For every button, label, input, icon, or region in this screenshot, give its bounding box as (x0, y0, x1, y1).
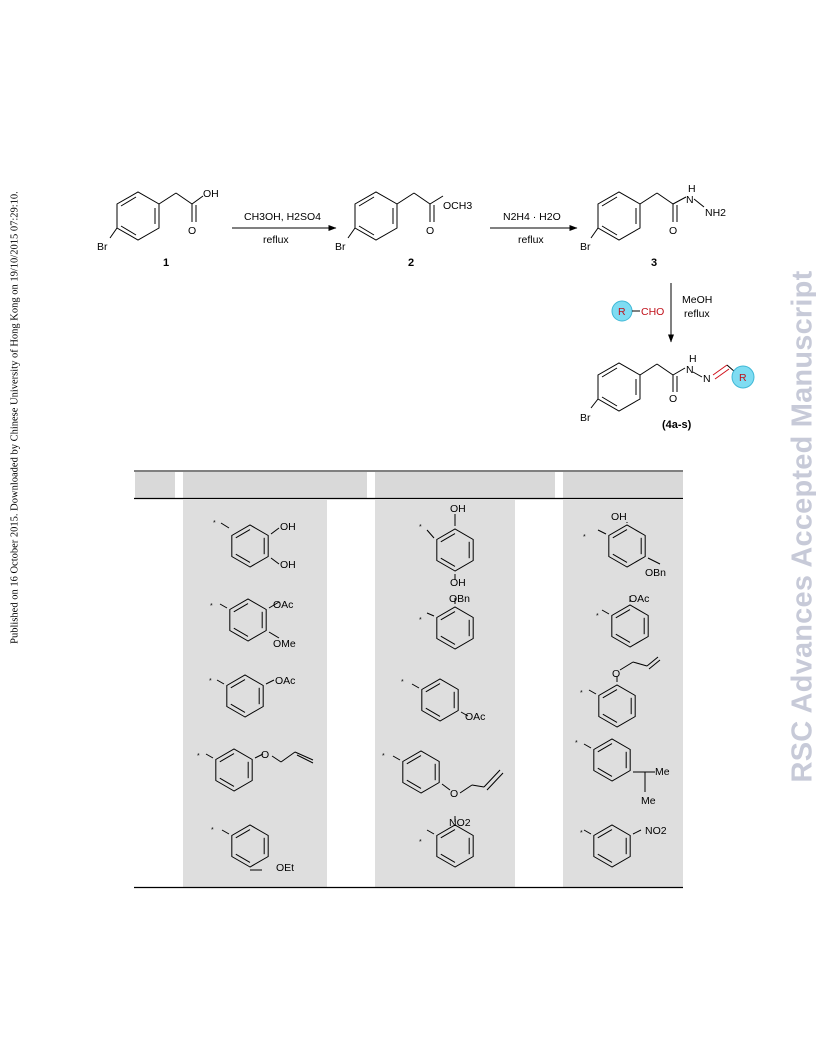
substituent-structure-1: * OH OH (213, 520, 296, 571)
compound-4-carbonyl-o: O (669, 393, 677, 405)
step3-solvent: MeOH (682, 294, 712, 306)
step1-reagents: CH3OH, H2SO4 (244, 211, 321, 223)
substituent-label: OH (450, 503, 466, 515)
reaction-scheme (109, 191, 736, 412)
substituent-structure-8: * OAc (401, 678, 485, 723)
attachment-mark: * (211, 827, 214, 834)
substituent-label: OMe (273, 638, 296, 650)
header-cell-6 (563, 472, 683, 498)
compound-2-structure (347, 191, 444, 241)
substituent-table (134, 470, 683, 889)
attachment-mark: * (197, 753, 200, 760)
compound-4-br: Br (580, 412, 591, 424)
substituent-label: O (612, 668, 620, 680)
substituent-label: OEt (276, 862, 294, 874)
scheme-labels: Br O OH 1 Br O OCH3 2 Br O H N NH2 3 Br … (97, 183, 747, 431)
substituent-label: OH (611, 511, 627, 523)
compound-2-br: Br (335, 241, 346, 253)
substituent-label: OBn (449, 593, 470, 605)
substituent-structure-11: *O (382, 750, 504, 800)
step2-condition: reflux (518, 234, 544, 246)
column-shade-2 (375, 500, 515, 888)
substituent-structure-15: * NO2 (580, 824, 667, 868)
substituent-label: OH (280, 559, 296, 571)
substituent-label: OAc (465, 711, 485, 723)
header-cell-3 (327, 472, 367, 498)
substituent-structure-9: *O (580, 656, 661, 728)
substituent-label: Me (641, 795, 656, 807)
attachment-mark: * (209, 678, 212, 685)
substituent-structure-3: * OH OBn (583, 511, 666, 579)
compound-3-br: Br (580, 241, 591, 253)
step1-condition: reflux (263, 234, 289, 246)
attachment-mark: * (419, 839, 422, 846)
compound-2-methyl-ester: OCH3 (443, 200, 472, 212)
r-label: R (618, 306, 626, 318)
attachment-mark: * (419, 617, 422, 624)
substituent-label: OBn (645, 567, 666, 579)
attachment-mark: * (401, 679, 404, 686)
compound-3-structure (590, 191, 705, 241)
attachment-mark: * (210, 603, 213, 610)
attachment-mark: * (583, 534, 586, 541)
substituent-structure-13: * OEt (211, 824, 294, 874)
substituent-structure-7: * OAc (209, 674, 295, 718)
r-label-product: R (739, 372, 747, 384)
compound-3-n: N (686, 194, 694, 206)
column-shade-1 (183, 500, 327, 888)
cho-label: CHO (641, 306, 664, 318)
compound-2-carbonyl-o: O (426, 225, 434, 237)
compound-2-label: 2 (408, 257, 414, 269)
compound-4-label: (4a-s) (662, 419, 692, 431)
attachment-mark: * (419, 524, 422, 531)
attachment-mark: * (580, 830, 583, 837)
substituent-structure-2: * OH OH (419, 503, 474, 589)
substituent-structure-10: *O (197, 748, 314, 792)
compound-4-structure (590, 362, 736, 412)
substituent-label: NO2 (645, 825, 667, 837)
substituent-label: OAc (629, 593, 649, 605)
attachment-mark: * (596, 613, 599, 620)
header-cell-5 (515, 472, 555, 498)
compound-3-label: 3 (651, 257, 657, 269)
substituent-structure-6: * OAc (596, 593, 649, 648)
compound-4-n2: N (703, 373, 711, 385)
compound-1-oh: OH (203, 188, 219, 200)
compound-1-carbonyl-o: O (188, 225, 196, 237)
compound-1-label: 1 (163, 257, 169, 269)
substituent-label: O (261, 749, 269, 761)
step3-condition: reflux (684, 308, 710, 320)
attachment-mark: * (575, 740, 578, 747)
substituent-structure-5: * OBn (419, 593, 474, 650)
substituent-label: OH (280, 521, 296, 533)
attachment-mark: * (213, 520, 216, 527)
compound-3-h: H (688, 183, 696, 195)
substituent-label: NO2 (449, 817, 471, 829)
substituent-label: OAc (273, 599, 293, 611)
attachment-mark: * (580, 690, 583, 697)
compound-1-br: Br (97, 241, 108, 253)
substituent-label: Me (655, 766, 670, 778)
r-group-circle-product (731, 365, 755, 389)
substituent-structures: *OHOH*OHOH*OHOBn*OAcOMe*OBn*OAc*OAc*OAc*… (197, 503, 670, 874)
substituent-label: OH (450, 577, 466, 589)
substituent-structure-14: * NO2 (419, 816, 474, 868)
compound-1-structure (109, 191, 204, 241)
substituent-label: O (450, 788, 458, 800)
compound-4-n1: N (686, 364, 694, 376)
compound-4-h: H (689, 353, 697, 365)
compound-3-carbonyl-o: O (669, 225, 677, 237)
compound-3-nh2: NH2 (705, 207, 726, 219)
header-cell-4 (375, 472, 515, 498)
substituent-label: OAc (275, 675, 295, 687)
step2-reagents: N2H4 · H2O (503, 211, 561, 223)
header-cell-2 (183, 472, 327, 498)
attachment-mark: * (382, 753, 385, 760)
header-cell-1 (135, 472, 175, 498)
